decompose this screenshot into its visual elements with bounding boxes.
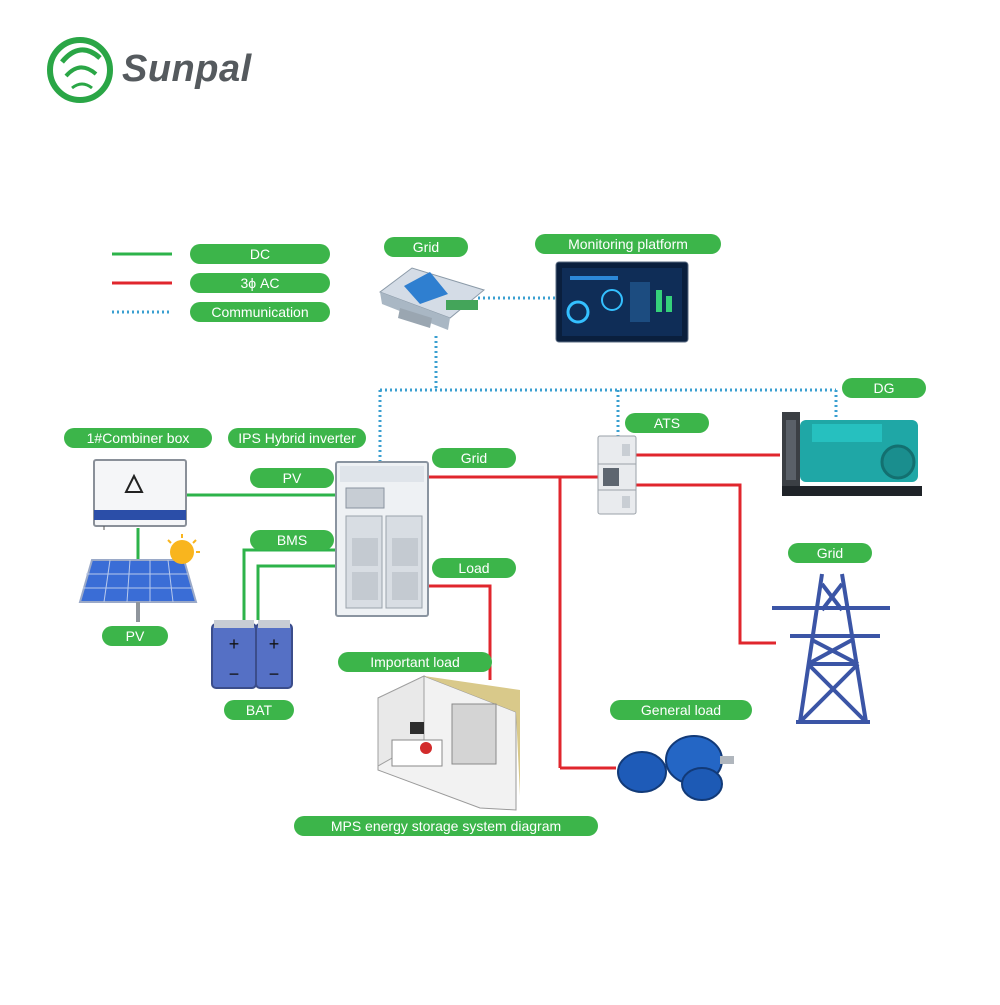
gateway-device-icon: [378, 267, 486, 330]
transmission-tower-icon: [772, 573, 890, 724]
general-load-label: General load: [610, 700, 752, 720]
ips-inverter-cabinet-icon: [335, 461, 429, 617]
sunpal-logo-icon: [47, 37, 113, 103]
svg-text:−: −: [229, 664, 240, 684]
svg-text:+: +: [269, 634, 280, 654]
diagram-caption: MPS energy storage system diagram: [294, 816, 598, 836]
communication-lines: [378, 296, 838, 462]
pv-panel-label: PV: [102, 626, 168, 646]
ats-switch-icon: [597, 435, 637, 515]
dg-label: DG: [842, 378, 926, 398]
ats-label: ATS: [625, 413, 709, 433]
battery-icon: + + − −: [211, 620, 293, 689]
pv-line-label: PV: [250, 468, 334, 488]
grid-comm-label: Grid: [384, 237, 468, 257]
pv-panel-icon: [78, 534, 200, 622]
legend-dc-label: DC: [190, 244, 330, 264]
diesel-generator-icon: [782, 412, 922, 496]
ac-lines: [428, 453, 780, 770]
legend-ac-label: 3ϕ AC: [190, 273, 330, 293]
monitoring-platform-label: Monitoring platform: [535, 234, 721, 254]
control-room-icon: [377, 675, 520, 811]
combiner-box-icon: [93, 459, 187, 530]
electric-motor-icon: [617, 735, 734, 801]
combiner-box-label: 1#Combiner box: [64, 428, 212, 448]
svg-text:+: +: [229, 634, 240, 654]
dc-lines: [136, 493, 336, 620]
bms-label: BMS: [250, 530, 334, 550]
monitoring-screen-icon: [555, 261, 689, 343]
grid-tower-label: Grid: [788, 543, 872, 563]
svg-text:−: −: [269, 664, 280, 684]
important-load-label: Important load: [338, 652, 492, 672]
bat-label: BAT: [224, 700, 294, 720]
brand-name: Sunpal: [122, 48, 252, 90]
legend-communication-label: Communication: [190, 302, 330, 322]
ips-inverter-label: IPS Hybrid inverter: [228, 428, 366, 448]
grid-line-label: Grid: [432, 448, 516, 468]
load-label: Load: [432, 558, 516, 578]
